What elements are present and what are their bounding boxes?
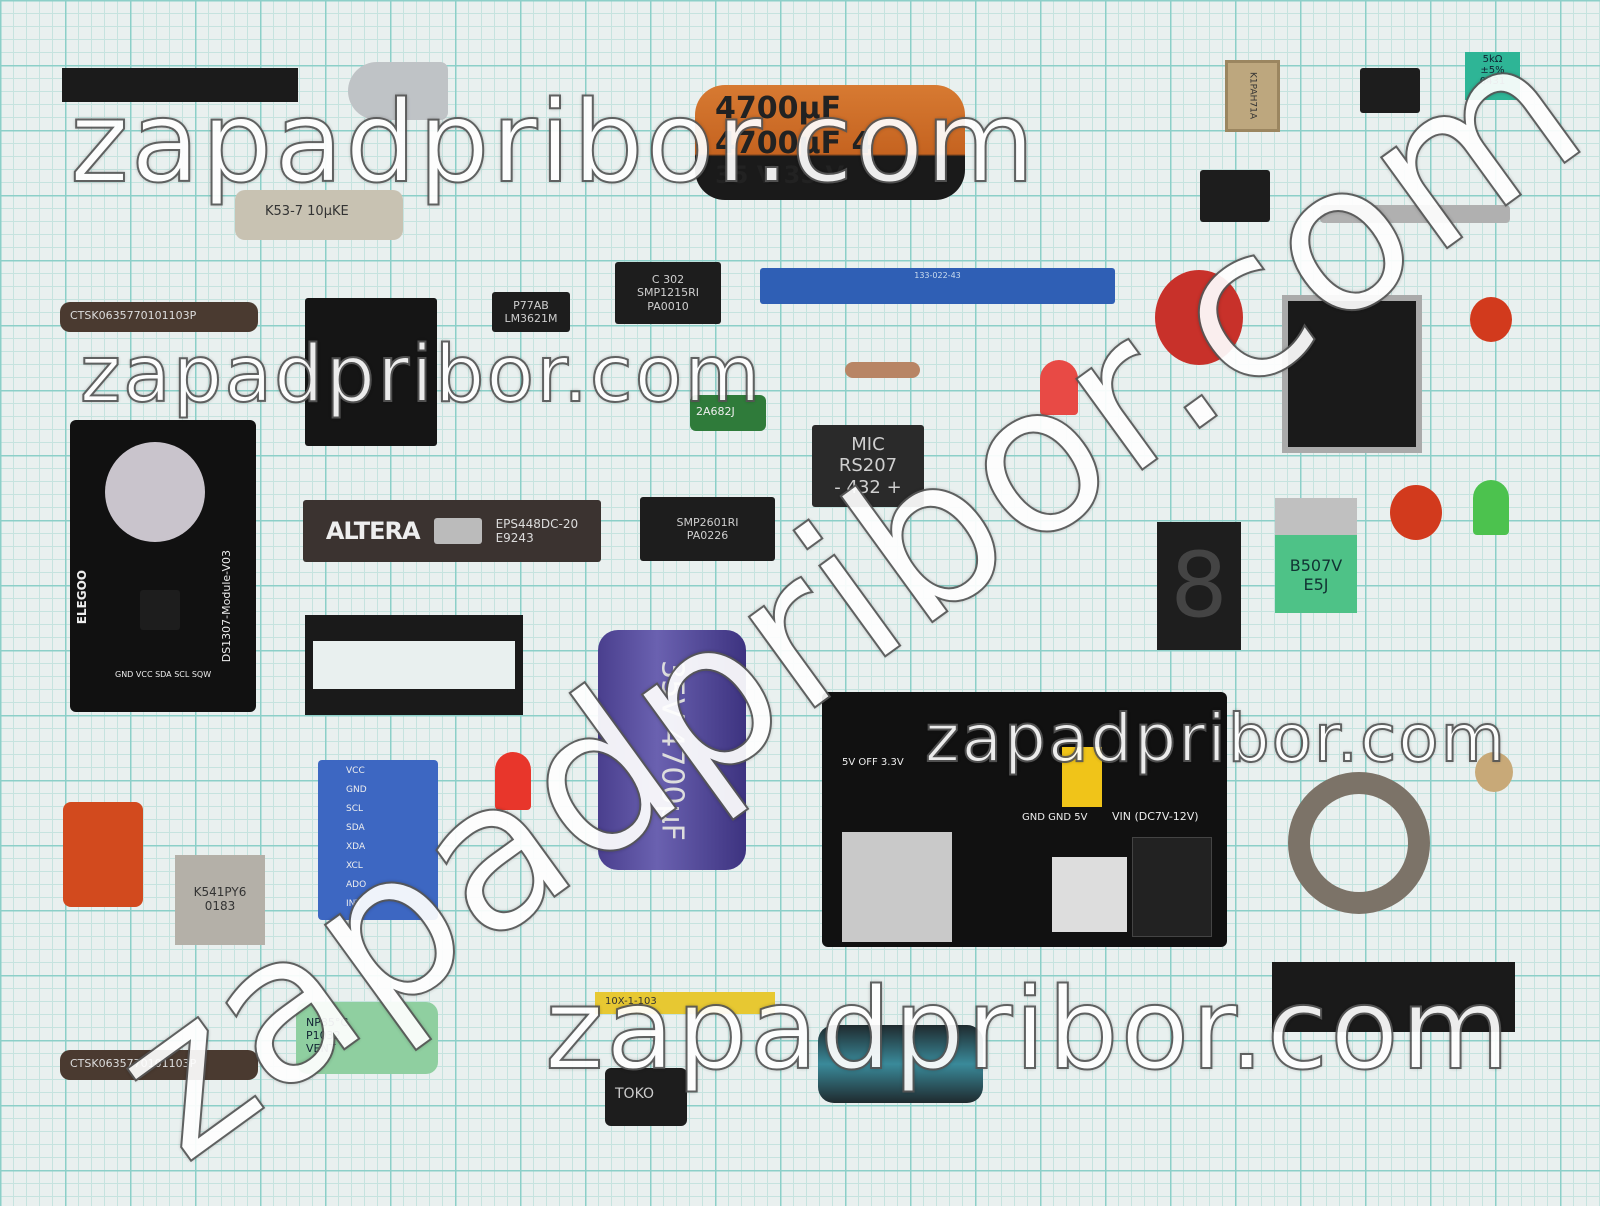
pin-header (62, 68, 298, 102)
np-capacitor: NP85°C P1032 VENT (296, 1002, 438, 1074)
watermark: zapadpribor.com (544, 964, 1512, 1096)
to220-transistor: B507V E5J (1275, 498, 1357, 613)
resistor (845, 362, 920, 378)
power-switch (1052, 857, 1127, 932)
resistor-network: CTSK0635770101103P (60, 302, 258, 332)
imu-module: VCC GND SCL SDA XDA XCL ADO INT (318, 760, 438, 920)
coin-battery (105, 442, 205, 542)
potentiometer (1320, 205, 1510, 223)
watermark: zapadpribor.com (79, 329, 763, 421)
ic-smp2601: SMP2601RI PA0226 (640, 497, 775, 561)
socket-gap (313, 641, 515, 689)
electrolytic-cap-orange: 4700µF 4700µF 4 35 V 35 V (695, 85, 965, 200)
varistor-red (1155, 270, 1243, 365)
bridge-rectifier: MIC RS207 - 432 + (812, 425, 924, 507)
red-led-2 (495, 752, 531, 810)
rtc-module: ELEGOO DS1307-Module-V03 GND VCC SDA SCL… (70, 420, 256, 712)
rtc-chip (140, 590, 180, 630)
usb-port (842, 832, 952, 942)
green-film-capacitor: 2A682J (690, 395, 766, 431)
hybrid-ic: K541PY6 0183 (175, 855, 265, 945)
edge-connector: 133-022-43 (760, 268, 1115, 304)
to18-transistor (1475, 752, 1513, 792)
jumper-yellow (1062, 747, 1102, 807)
dip-ic-8 (1200, 170, 1270, 222)
red-led (1040, 360, 1078, 415)
green-led (1473, 480, 1509, 535)
dip-ic-small (1360, 68, 1420, 113)
ic-socket-gold (305, 298, 437, 446)
ic-lm3621: P77AB LM3621M (492, 292, 570, 332)
hybrid-module (1282, 295, 1422, 453)
watermark: zapadpribor.com (69, 77, 1037, 209)
breadboard-power-module: VIN (DC7V-12V) 5V OFF 3.3V GND GND 5V (822, 692, 1227, 947)
ferrite-ring (1288, 772, 1430, 914)
yellow-resistor-network: 10X-1-103 (595, 992, 775, 1014)
metal-can-ic: K1PAH71A (1225, 60, 1280, 132)
seven-segment-display: 8 (1157, 522, 1241, 650)
resistor-network-2: CTSK0635770101103P (60, 1050, 258, 1080)
electrolytic-cap-small (818, 1025, 983, 1103)
inductor: TOKO (605, 1068, 687, 1126)
watermark: zapadpribor.com (924, 699, 1507, 778)
film-capacitor: K53-7 10µKE (235, 190, 403, 240)
uv-window (433, 518, 482, 544)
ir-led (348, 62, 448, 120)
red-capacitor-2 (1390, 485, 1442, 540)
dc-jack (1132, 837, 1212, 937)
electrolytic-cap-blue: 35V 4700µF (598, 630, 746, 870)
trimmer-resistor: 5kΩ ±5% 0431 (1465, 52, 1520, 100)
ic-socket-black (1272, 962, 1515, 1032)
dip-socket (305, 615, 523, 715)
red-capacitor (1470, 297, 1512, 342)
red-polyfuse (63, 802, 143, 907)
ic-smp1215: C 302 SMP1215RI PA0010 (615, 262, 721, 324)
